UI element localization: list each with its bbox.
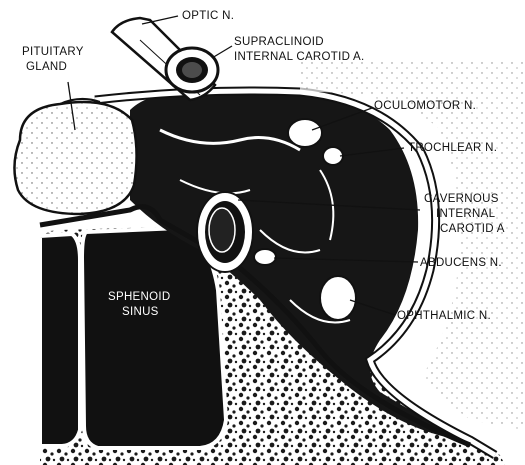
label-cavernous-2: INTERNAL <box>436 208 496 220</box>
label-sphenoid-2: SINUS <box>122 306 159 318</box>
label-optic-nerve: OPTIC N. <box>182 10 234 22</box>
label-trochlear-nerve: TROCHLEAR N. <box>408 142 497 154</box>
pituitary-gland <box>14 102 136 214</box>
oculomotor-nerve <box>288 119 322 147</box>
label-cavernous-1: CAVERNOUS <box>424 193 499 205</box>
label-supraclinoid-1: SUPRACLINOID <box>234 36 324 48</box>
sphenoid-sinus-left <box>40 234 80 446</box>
label-pituitary-2: GLAND <box>26 61 67 73</box>
label-sphenoid-1: SPHENOID <box>108 291 170 303</box>
cavernous-carotid-artery <box>197 192 253 272</box>
label-oculomotor-nerve: OCULOMOTOR N. <box>374 100 476 112</box>
label-ophthalmic-nerve: OPHTHALMIC N. <box>397 310 491 322</box>
supraclinoid-carotid-artery <box>166 48 218 92</box>
label-abducens-nerve: ABDUCENS N. <box>420 257 502 269</box>
label-cavernous-3: CAROTID A <box>440 223 505 235</box>
label-supraclinoid-2: INTERNAL CAROTID A. <box>234 51 365 63</box>
abducens-nerve <box>254 249 276 265</box>
sphenoid-sinus-main <box>82 228 226 448</box>
ophthalmic-nerve <box>320 276 356 320</box>
label-pituitary-1: PITUITARY <box>22 46 84 58</box>
